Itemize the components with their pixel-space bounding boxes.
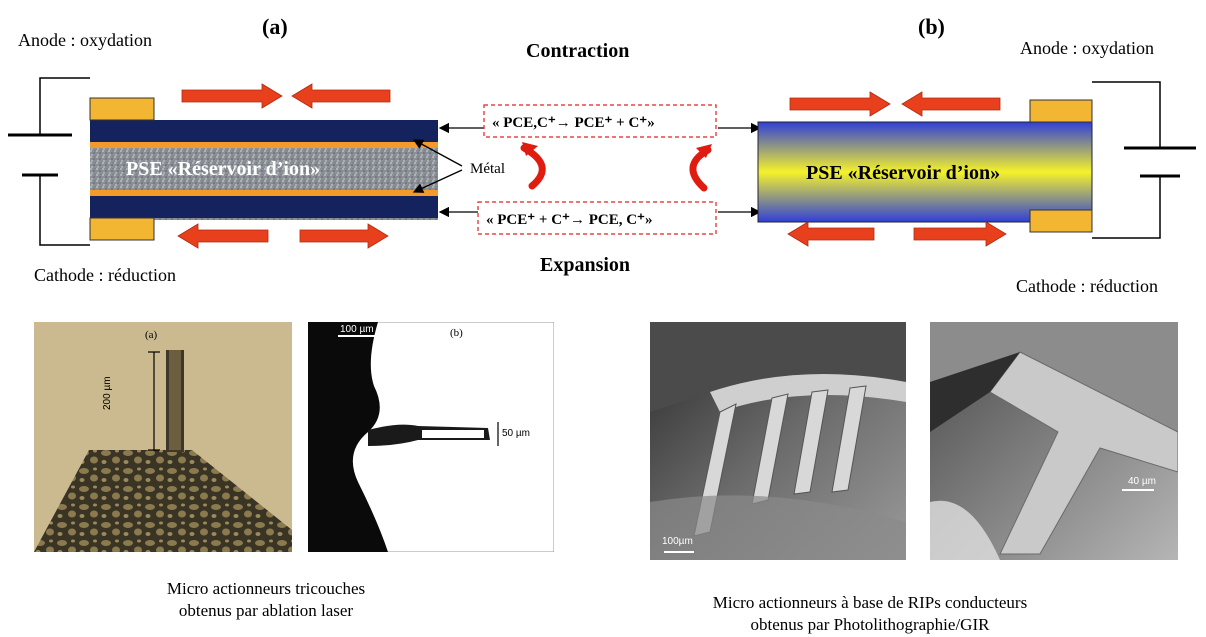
caption-right-line1: Micro actionneurs à base de RIPs conduct… [712,593,1028,612]
pse-label-b: PSE «Réservoir d’ion» [806,162,1001,184]
metal-pointer-arrows [412,139,463,193]
photo1-label: (a) [145,329,158,341]
photo3-scale: 100µm [662,536,693,547]
photo2-scale-side: 50 µm [502,428,530,439]
panel-b-anode-label: Anode : oxydation [1020,38,1154,58]
pse-block-b [757,121,1093,223]
curved-arrow-right [689,144,712,192]
equation-box-bottom [477,201,717,235]
cathode-electrode-b [1029,209,1093,233]
photo-laser-ablation-b [308,322,554,552]
battery-a [8,77,90,246]
photo-sem-beam [930,322,1178,560]
contraction-label: Contraction [526,40,630,62]
photo-sem-comb [650,322,906,560]
equation-arrows [438,122,762,218]
pse-label-a: PSE «Réservoir d’ion» [126,158,321,180]
expansion-label: Expansion [540,254,631,276]
battery-b [1092,81,1196,239]
cathode-electrode-a [89,217,155,241]
caption-right-line2: obtenus par Photolithographie/GIR [750,615,990,634]
photo-laser-ablation-a [34,322,292,552]
panel-a-anode-label: Anode : oxydation [18,30,152,50]
trilayer-actuator-a [90,120,438,220]
equation-bottom: « PCE⁺ + C⁺→ PCE, C⁺» [486,212,653,228]
red-arrows-b-top [789,91,1001,117]
panel-b-cathode-label: Cathode : réduction [1016,276,1158,296]
equation-box-top [483,104,717,138]
photo1-scale: 200 µm [102,376,113,410]
curved-arrow-left [520,142,546,190]
actuator-diagram [8,77,1196,249]
photo4-scale: 40 µm [1128,476,1156,487]
caption-left: Micro actionneurs tricouches obtenus par… [116,578,416,622]
panel-b-title: (b) [918,14,945,39]
anode-electrode-a [89,97,155,121]
metal-label: Métal [470,161,505,177]
caption-right: Micro actionneurs à base de RIPs conduct… [660,592,1080,636]
photo2-label: (b) [450,327,463,339]
equation-top: « PCE,C⁺→ PCE⁺ + C⁺» [492,115,655,131]
red-arrows-a-bottom [177,223,389,249]
red-arrows-b-bottom [787,221,1007,247]
caption-left-line1: Micro actionneurs tricouches [166,579,366,598]
panel-a-title: (a) [262,14,288,39]
anode-electrode-b [1029,99,1093,123]
panel-a-cathode-label: Cathode : réduction [34,265,176,285]
caption-left-line2: obtenus par ablation laser [178,601,354,620]
red-arrows-a-top [181,83,391,109]
photo2-scale-top: 100 µm [340,324,374,335]
